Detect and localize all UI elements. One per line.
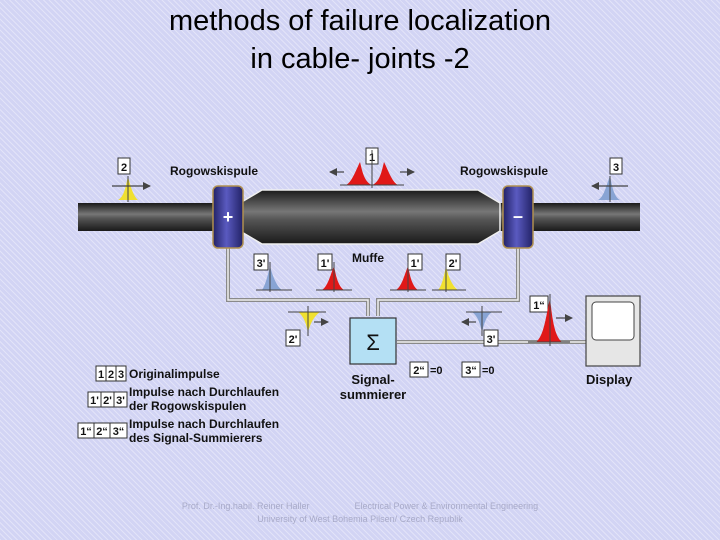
cable-joint: [239, 189, 501, 245]
legend-box-3: 3: [118, 369, 124, 381]
footer-line-1: Prof. Dr.-Ing.habil. Reiner Haller Elect…: [0, 501, 720, 511]
footer-department: Electrical Power & Environmental Enginee…: [354, 501, 539, 511]
pulse-2-double-prime-zero: 2“ =0: [409, 361, 443, 378]
legend-box-2-prime: 2': [103, 395, 112, 407]
title-line-1: methods of failure localization: [168, 5, 552, 37]
pulse-2-prime-low-marker: 2': [289, 334, 298, 346]
pulse-2-prime-right-marker: 2': [449, 258, 458, 270]
rogowski-coil-left: +: [212, 185, 244, 249]
title-line-2: in cable- joints -2: [250, 43, 470, 75]
legend-box-2-dbl: 2“: [96, 426, 108, 438]
legend-row-after-coils: 1' 2' 3' Impulse nach Durchlaufen der Ro…: [87, 385, 279, 413]
pulse-2-marker: 2: [121, 162, 127, 174]
pulse-2-dbl-zero: =0: [430, 365, 443, 377]
coil-left-label: Rogowskispule: [170, 164, 258, 178]
pulse-3-marker: 3: [613, 162, 619, 174]
legend-box-3-dbl: 3“: [113, 426, 125, 438]
legend-row3-text-1: Impulse nach Durchlaufen: [129, 417, 279, 431]
pulse-1-double-prime: 1“: [528, 294, 573, 346]
legend-row2-text-1: Impulse nach Durchlaufen: [129, 385, 279, 399]
legend-row-after-summer: 1“ 2“ 3“ Impulse nach Durchlaufen des Si…: [77, 417, 279, 445]
plus-sign: +: [223, 207, 234, 227]
pulse-1-double-prime-marker: 1“: [533, 300, 545, 312]
legend: 1 2 3 Originalimpulse 1' 2' 3' Impulse n…: [77, 365, 279, 445]
legend-box-2: 2: [108, 369, 114, 381]
footer-line-2: University of West Bohemia Pilsen/ Czech…: [257, 514, 463, 524]
pulse-2-prime-low: 2': [285, 306, 329, 347]
pulse-3-double-prime-zero: 3“ =0: [461, 361, 495, 378]
legend-box-3-prime: 3': [116, 395, 125, 407]
pulse-2-original: 2: [112, 157, 151, 202]
joint-label: Muffe: [352, 251, 384, 265]
minus-sign: –: [513, 206, 523, 226]
display-monitor: [585, 295, 641, 367]
legend-box-1-prime: 1': [90, 395, 99, 407]
legend-box-1-dbl: 1“: [80, 426, 92, 438]
pulse-2-dbl-marker: 2“: [413, 365, 425, 377]
legend-box-1: 1: [98, 369, 104, 381]
pulse-3-prime: 3': [253, 253, 292, 292]
pulse-1-prime-right: 1': [390, 253, 426, 292]
pulse-1-prime-left: 1': [316, 253, 352, 292]
pulse-2-prime-right: 2': [432, 253, 466, 292]
pulse-3-dbl-zero: =0: [482, 365, 495, 377]
display-label: Display: [586, 372, 633, 387]
legend-row2-text-2: der Rogowskispulen: [129, 399, 246, 413]
rogowski-coil-right: –: [502, 185, 534, 249]
legend-row1-text: Originalimpulse: [129, 367, 220, 381]
coil-right-label: Rogowskispule: [460, 164, 548, 178]
signal-summer: Σ: [349, 317, 397, 365]
footer-author: Prof. Dr.-Ing.habil. Reiner Haller: [181, 501, 310, 511]
pulse-3-original: 3: [591, 157, 628, 202]
pulse-3-prime-low-marker: 3': [487, 334, 496, 346]
summer-label-line-2: summierer: [340, 387, 406, 402]
summer-label-line-1: Signal-: [351, 372, 394, 387]
page-title: methods of failure localization in cable…: [0, 2, 720, 78]
pulse-3-prime-low: 3': [461, 306, 502, 347]
legend-row3-text-2: des Signal-Summierers: [129, 431, 263, 445]
pulse-3-dbl-marker: 3“: [465, 365, 477, 377]
legend-row-original: 1 2 3 Originalimpulse: [95, 365, 220, 382]
pulse-1-prime-left-marker: 1': [321, 258, 330, 270]
pulse-1-prime-right-marker: 1': [411, 258, 420, 270]
pulse-3-prime-marker: 3': [257, 258, 266, 270]
pulse-1-original: 1: [329, 147, 415, 188]
sum-symbol: Σ: [366, 330, 380, 355]
